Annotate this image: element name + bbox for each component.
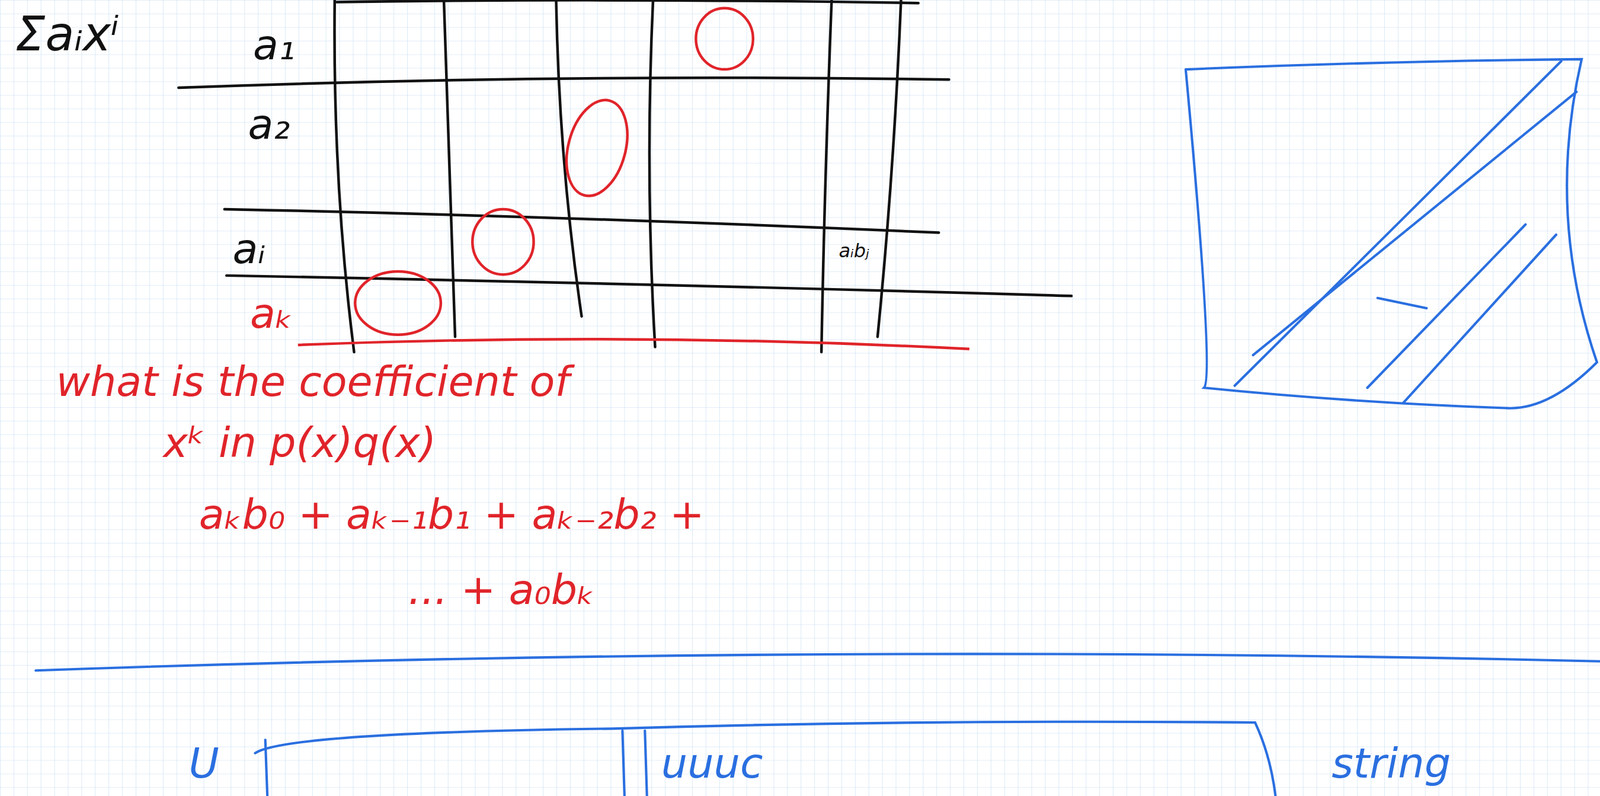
cell-text: aᵢbⱼ [838, 240, 869, 262]
note-text: U [189, 740, 220, 787]
note-text: uuuc [661, 740, 764, 787]
row-label: aᵢ [232, 226, 266, 272]
row-label: a₁ [253, 22, 296, 69]
blue-marks [35, 59, 1600, 796]
formula-text: aₖb₀ + aₖ₋₁b₁ + aₖ₋₂b₂ + [199, 491, 705, 538]
row-label: a₂ [247, 101, 290, 148]
note-text: string [1331, 740, 1451, 787]
formula-heading: Σaᵢxⁱ [15, 8, 120, 61]
note-text: what is the coefficient of [56, 359, 570, 405]
formula-text: ... + a₀bₖ [408, 567, 595, 613]
note-text: xᵏ in p(x)q(x) [163, 420, 437, 466]
row-label: aₖ [250, 290, 294, 337]
red-marks [298, 8, 970, 350]
table-grid [178, 0, 1072, 352]
